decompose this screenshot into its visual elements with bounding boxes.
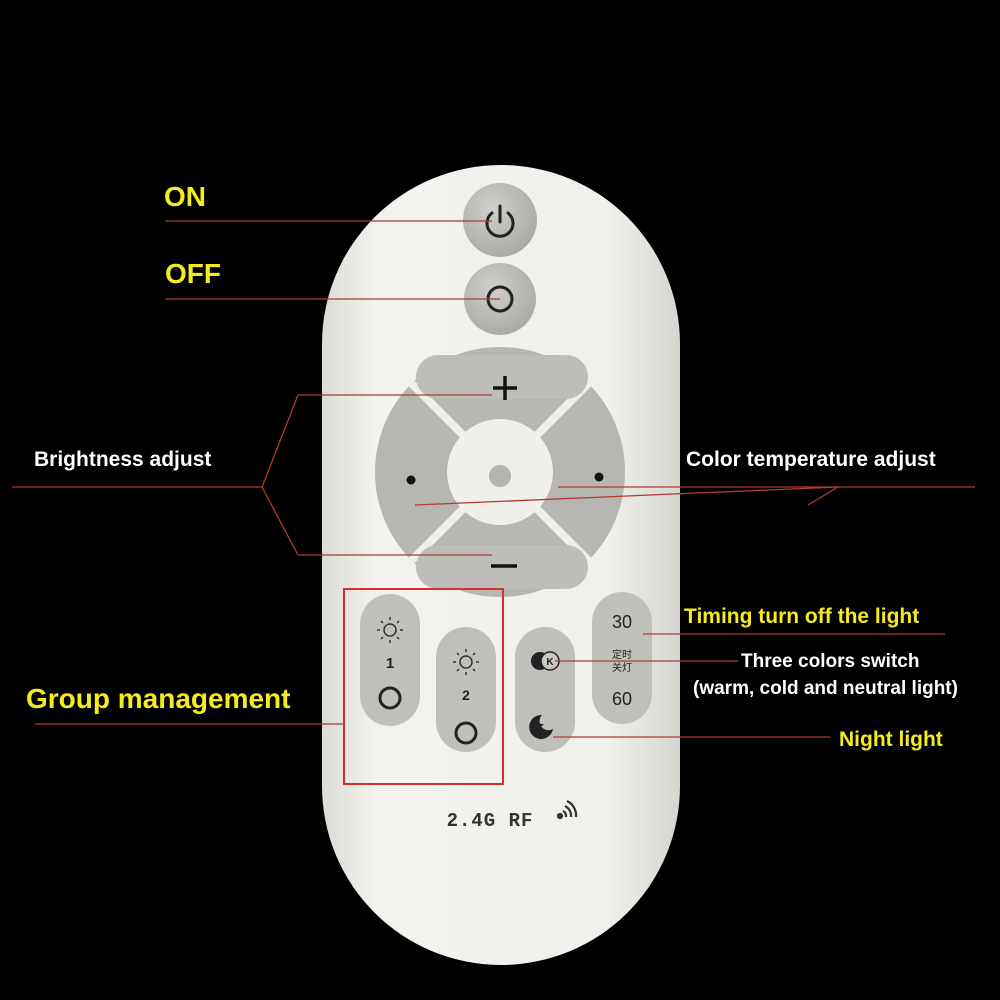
- group2-off-ring: [454, 721, 478, 745]
- timer-60: 60: [612, 689, 632, 709]
- timer-button[interactable]: [592, 592, 652, 724]
- k-color-icon: K: [531, 651, 560, 671]
- timer-30: 30: [612, 612, 632, 632]
- color-night-button[interactable]: K: [515, 627, 575, 752]
- on-label: ON: [164, 181, 206, 212]
- group2-label: 2: [462, 687, 470, 703]
- group1-off-ring: [378, 686, 402, 710]
- rf-label: 2.4G RF: [447, 810, 534, 832]
- svg-text:K: K: [546, 657, 554, 668]
- three-colors-label-1: Three colors switch: [741, 651, 920, 672]
- group1-label: 1: [386, 655, 394, 672]
- three-colors-label-2: (warm, cold and neutral light): [693, 678, 958, 699]
- center-button[interactable]: [489, 465, 511, 487]
- off-label: OFF: [165, 258, 221, 289]
- plus-icon: [493, 376, 517, 400]
- group1-button[interactable]: [360, 594, 420, 726]
- timer-cn-line2: 关灯: [612, 661, 632, 674]
- color-temp-label: Color temperature adjust: [686, 448, 936, 471]
- group-management-label: Group management: [26, 683, 291, 714]
- timing-label: Timing turn off the light: [684, 605, 920, 628]
- right-dot[interactable]: [594, 472, 604, 482]
- wifi-signal-icon: [556, 800, 578, 820]
- sun-icon: [377, 617, 403, 643]
- brightness-down-button[interactable]: [416, 545, 588, 589]
- group-box: [343, 588, 504, 785]
- left-dot[interactable]: [406, 475, 416, 485]
- night-light-label: Night light: [839, 728, 943, 751]
- power-icon: [485, 204, 515, 238]
- leader-lines: [12, 220, 975, 738]
- brightness-label: Brightness adjust: [34, 448, 212, 471]
- brightness-up-button[interactable]: [416, 355, 588, 400]
- sun-icon: [453, 649, 479, 675]
- dpad: [375, 347, 625, 597]
- group2-button[interactable]: [436, 627, 496, 752]
- timer-cn-line1: 定时: [612, 648, 632, 661]
- on-button[interactable]: [463, 183, 537, 257]
- moon-star-icon: [529, 714, 553, 739]
